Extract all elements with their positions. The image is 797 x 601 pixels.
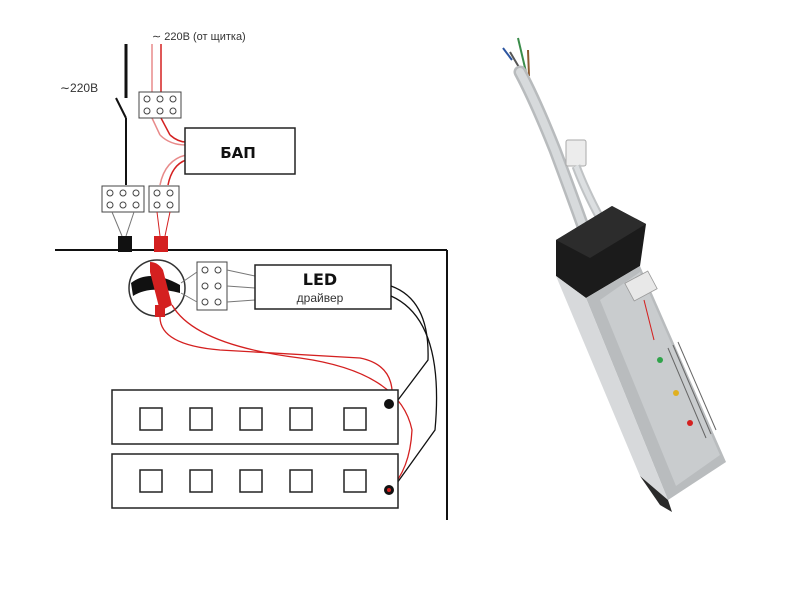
connector-zoom	[128, 259, 186, 317]
led-module-icon	[343, 469, 367, 493]
terminal-block-icon	[148, 185, 180, 213]
led-driver-box: LED драйвер	[254, 264, 392, 310]
led-driver-subtitle: драйвер	[297, 291, 344, 305]
red-feed-wire	[159, 304, 413, 491]
driver-output-wires	[390, 285, 438, 491]
left-supply-label: ∼220В	[60, 81, 98, 95]
led-module-icon	[139, 407, 163, 431]
connector-to-block-wires	[180, 269, 256, 303]
led-module-icon	[139, 469, 163, 493]
led-module-icon	[239, 469, 263, 493]
led-module-icon	[289, 407, 313, 431]
switch-wire	[115, 44, 128, 185]
led-module-icon	[289, 469, 313, 493]
led-strip-1	[111, 389, 399, 445]
led-strip-2	[111, 453, 399, 509]
terminal-block-icon	[138, 91, 182, 119]
led-module-icon	[189, 469, 213, 493]
led-driver-title: LED	[303, 270, 337, 289]
led-module-icon	[189, 407, 213, 431]
terminal-block-icon	[196, 261, 228, 311]
cable-entries	[111, 211, 171, 252]
bap-label: БАП	[220, 144, 256, 162]
terminal-block-icon	[101, 185, 145, 213]
led-module-icon	[239, 407, 263, 431]
led-module-icon	[343, 407, 367, 431]
bap-box: БАП	[184, 127, 296, 175]
top-supply-label: ∼ 220В (от щитка)	[152, 31, 246, 43]
emergency-power-unit-photo	[502, 37, 726, 512]
